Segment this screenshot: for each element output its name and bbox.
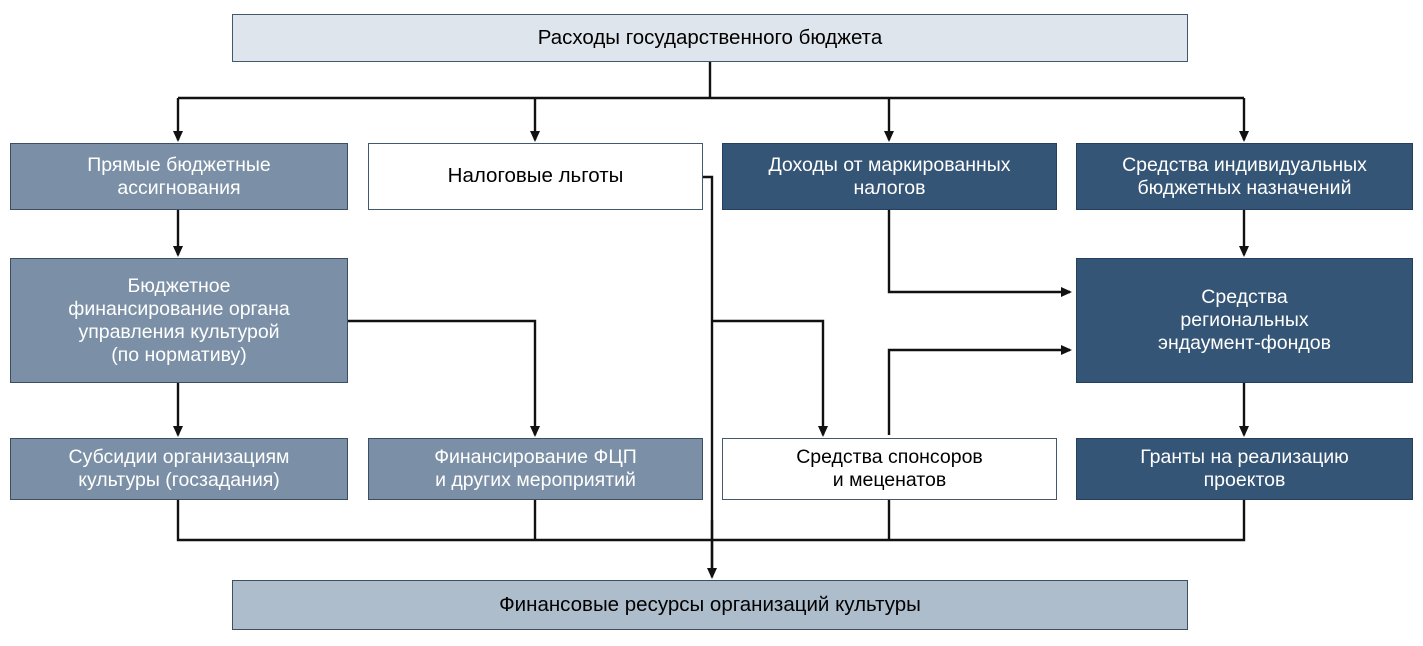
node-direct-budget-allocations[interactable]: Прямые бюджетные ассигнования	[10, 143, 348, 210]
node-regional-endowment-funds[interactable]: Средства региональных эндаумент-фондов	[1076, 258, 1413, 383]
wire-markedtaxes-to-endowment	[887, 210, 1072, 297]
wire-bottom-collector	[176, 500, 1246, 542]
node-subsidies-culture-organizations[interactable]: Субсидии организациям культуры (госзадан…	[10, 438, 348, 500]
node-budget-financing-culture-authority[interactable]: Бюджетное финансирование органа управлен…	[10, 258, 348, 383]
wire-taxbreaks-spine	[703, 175, 714, 568]
wire-sponsors-to-endowment	[887, 345, 1072, 435]
node-label: Субсидии организациям культуры (госзадан…	[68, 446, 290, 491]
node-title-state-budget-expenses[interactable]: Расходы государственного бюджета	[232, 14, 1188, 62]
node-fcp-financing[interactable]: Финансирование ФЦП и других мероприятий	[368, 438, 703, 500]
node-individual-budget-appropriations[interactable]: Средства индивидуальных бюджетных назнач…	[1076, 143, 1413, 210]
node-marked-tax-revenues[interactable]: Доходы от маркированных налогов	[722, 143, 1057, 210]
node-label: Бюджетное финансирование органа управлен…	[68, 274, 290, 366]
node-financial-resources-culture-organizations[interactable]: Финансовые ресурсы организаций культуры	[232, 580, 1188, 630]
node-tax-benefits[interactable]: Налоговые льготы	[368, 143, 703, 210]
node-label: Доходы от маркированных налогов	[768, 153, 1011, 199]
wire-budgetfin-to-fcp	[348, 319, 540, 437]
node-label: Финансовые ресурсы организаций культуры	[499, 592, 921, 616]
node-label: Гранты на реализацию проектов	[1140, 446, 1349, 491]
node-label: Налоговые льготы	[447, 164, 624, 188]
node-label: Расходы государственного бюджета	[537, 25, 883, 49]
node-project-implementation-grants[interactable]: Гранты на реализацию проектов	[1076, 438, 1413, 500]
node-label: Финансирование ФЦП и других мероприятий	[434, 446, 637, 491]
wire-spine-to-sponsors	[712, 319, 828, 437]
node-label: Средства региональных эндаумент-фондов	[1158, 286, 1331, 354]
node-label: Прямые бюджетные ассигнования	[87, 153, 271, 199]
node-label: Средства индивидуальных бюджетных назнач…	[1122, 153, 1367, 199]
node-sponsors-and-patrons-funds[interactable]: Средства спонсоров и меценатов	[722, 438, 1057, 500]
node-label: Средства спонсоров и меценатов	[796, 446, 983, 491]
